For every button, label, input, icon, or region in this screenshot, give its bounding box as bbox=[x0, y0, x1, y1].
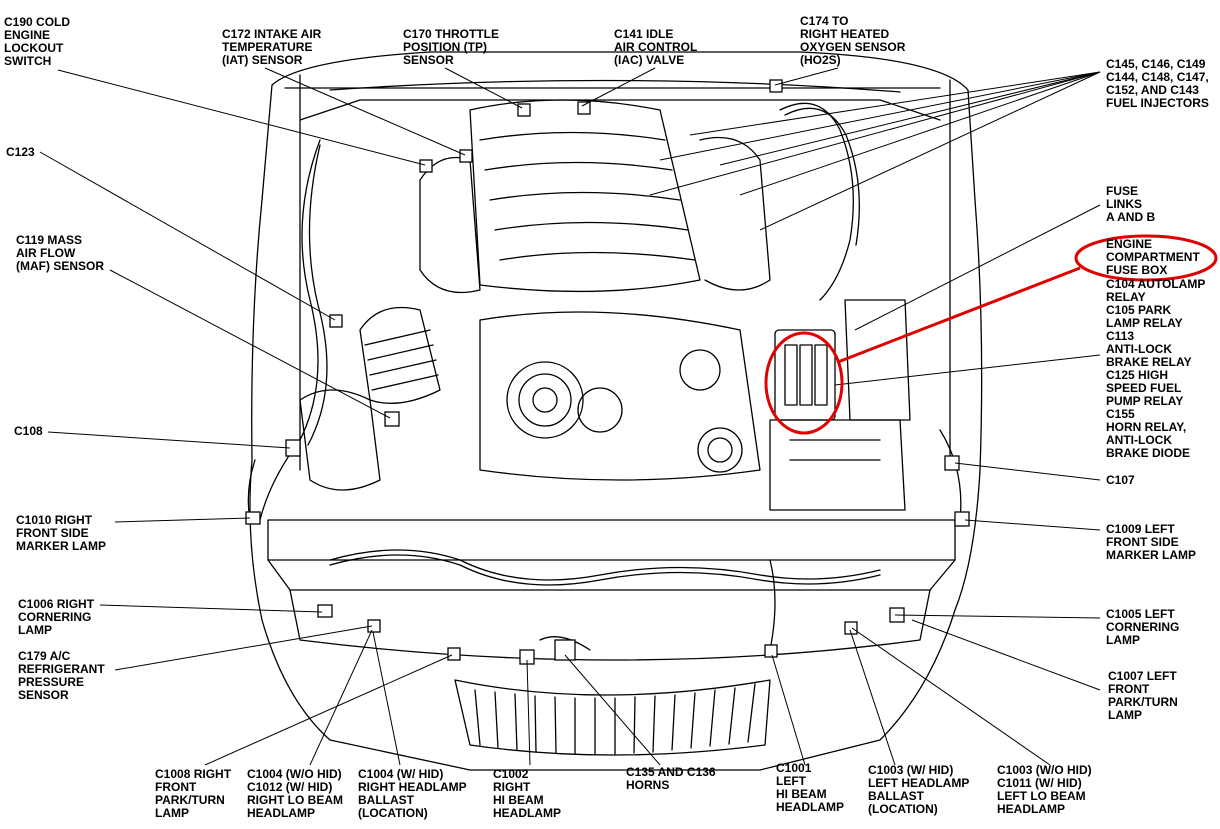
label-c1004-wo-hid: C1004 (W/O HID) C1012 (W/ HID) RIGHT LO … bbox=[247, 767, 343, 820]
hood-outline bbox=[249, 51, 983, 771]
label-c174: C174 TO RIGHT HEATED OXYGEN SENSOR (HO2S… bbox=[800, 14, 906, 67]
intake-manifold bbox=[469, 99, 701, 293]
leader-c1002 bbox=[526, 659, 531, 766]
connector-c170 bbox=[517, 103, 531, 117]
connector-c179 bbox=[367, 619, 381, 633]
label-c190: C190 COLD ENGINE LOCKOUT SWITCH bbox=[4, 15, 71, 68]
leader-c1009 bbox=[964, 519, 1101, 531]
label-c1008: C1008 RIGHT FRONT PARK/TURN LAMP bbox=[155, 767, 232, 820]
connector-c141 bbox=[577, 101, 591, 115]
label-c1009: C1009 LEFT FRONT SIDE MARKER LAMP bbox=[1106, 522, 1196, 562]
leader-c179 bbox=[114, 625, 373, 671]
leader-c1007 bbox=[911, 619, 1101, 691]
radiator-support bbox=[267, 519, 956, 561]
leader-horns bbox=[564, 654, 661, 766]
leader-fuse-links bbox=[854, 204, 1101, 331]
fuse-box-highlight-circle bbox=[764, 331, 844, 435]
air-intake-duct bbox=[359, 306, 441, 404]
label-c172: C172 INTAKE AIR TEMPERATURE (IAT) SENSOR bbox=[222, 27, 322, 67]
leader-injector-6 bbox=[649, 71, 1101, 196]
label-c1002: C1002 RIGHT HI BEAM HEADLAMP bbox=[493, 767, 561, 820]
leader-c1003-wo bbox=[851, 627, 1051, 766]
connector-c1006 bbox=[317, 604, 333, 618]
leader-c1005 bbox=[894, 614, 1101, 619]
connector-c190 bbox=[419, 159, 433, 173]
alternator bbox=[506, 361, 584, 439]
connector-c174 bbox=[769, 79, 783, 93]
leader-c119 bbox=[109, 269, 391, 419]
leader-c1006 bbox=[99, 604, 323, 613]
leader-injector-2 bbox=[719, 71, 1101, 166]
leader-c123 bbox=[39, 151, 336, 321]
label-engine-compartment-fuse-box: ENGINE COMPARTMENT FUSE BOX bbox=[1106, 237, 1200, 277]
label-c1004-w-hid: C1004 (W/ HID) RIGHT HEADLAMP BALLAST (L… bbox=[358, 767, 467, 820]
leader-c190 bbox=[57, 69, 426, 166]
connector-horns bbox=[554, 639, 576, 661]
label-c1003-w-hid: C1003 (W/ HID) LEFT HEADLAMP BALLAST (LO… bbox=[868, 763, 970, 816]
wiring-harness bbox=[259, 139, 321, 521]
leader-c174 bbox=[774, 67, 839, 86]
connector-c123 bbox=[329, 314, 343, 328]
leader-c1004-w bbox=[372, 631, 401, 766]
leader-injector-1 bbox=[689, 71, 1101, 136]
label-c141: C141 IDLE AIR CONTROL (IAC) VALVE bbox=[614, 27, 698, 67]
leader-injector-5 bbox=[659, 71, 1101, 161]
leader-injector-4 bbox=[759, 71, 1101, 231]
leader-c1003-w bbox=[849, 629, 896, 766]
label-fuse-links: FUSE LINKS A AND B bbox=[1106, 184, 1156, 224]
label-relays: C104 AUTOLAMP RELAY C105 PARK LAMP RELAY… bbox=[1106, 277, 1206, 460]
fuse-box-label-highlight bbox=[1074, 234, 1218, 282]
grille bbox=[454, 679, 771, 756]
battery-area bbox=[769, 419, 906, 511]
leader-relays bbox=[834, 354, 1101, 386]
leader-injector-3 bbox=[739, 71, 1101, 196]
connector-c1009 bbox=[954, 511, 970, 527]
leader-c1004-wo bbox=[309, 629, 373, 766]
connector-c119 bbox=[384, 411, 400, 427]
label-c1007: C1007 LEFT FRONT PARK/TURN LAMP bbox=[1108, 669, 1178, 722]
leader-c172 bbox=[264, 67, 466, 156]
leader-c170 bbox=[444, 67, 523, 109]
label-c123: C123 bbox=[6, 145, 35, 159]
label-horns: C135 AND C136 HORNS bbox=[626, 765, 716, 792]
label-c119: C119 MASS AIR FLOW (MAF) SENSOR bbox=[16, 233, 104, 273]
connector-c1008 bbox=[447, 647, 461, 661]
label-c170: C170 THROTTLE POSITION (TP) SENSOR bbox=[403, 27, 500, 67]
label-c1003-wo-hid: C1003 (W/O HID) C1011 (W/ HID) LEFT LO B… bbox=[997, 763, 1092, 816]
connector-c1001 bbox=[764, 644, 778, 658]
label-c1001: C1001 LEFT HI BEAM HEADLAMP bbox=[776, 761, 844, 814]
leader-c1001 bbox=[771, 654, 806, 766]
highlight-connector-line bbox=[837, 266, 1081, 364]
label-c1005: C1005 LEFT CORNERING LAMP bbox=[1106, 607, 1180, 647]
leader-c108 bbox=[47, 431, 291, 449]
label-c1006: C1006 RIGHT CORNERING LAMP bbox=[18, 597, 95, 637]
label-c1010: C1010 RIGHT FRONT SIDE MARKER LAMP bbox=[16, 513, 106, 553]
label-c179: C179 A/C REFRIGERANT PRESSURE SENSOR bbox=[18, 649, 105, 702]
label-fuel-injectors: C145, C146, C149 C144, C148, C147, C152,… bbox=[1106, 57, 1209, 110]
label-c107: C107 bbox=[1106, 473, 1135, 487]
leader-c107 bbox=[954, 462, 1101, 481]
leader-c1008 bbox=[204, 654, 453, 766]
fuse-box bbox=[774, 329, 836, 421]
connector-c172 bbox=[459, 149, 473, 163]
label-c108: C108 bbox=[14, 424, 43, 438]
leader-c141 bbox=[581, 67, 656, 107]
leader-c1010 bbox=[114, 517, 251, 523]
